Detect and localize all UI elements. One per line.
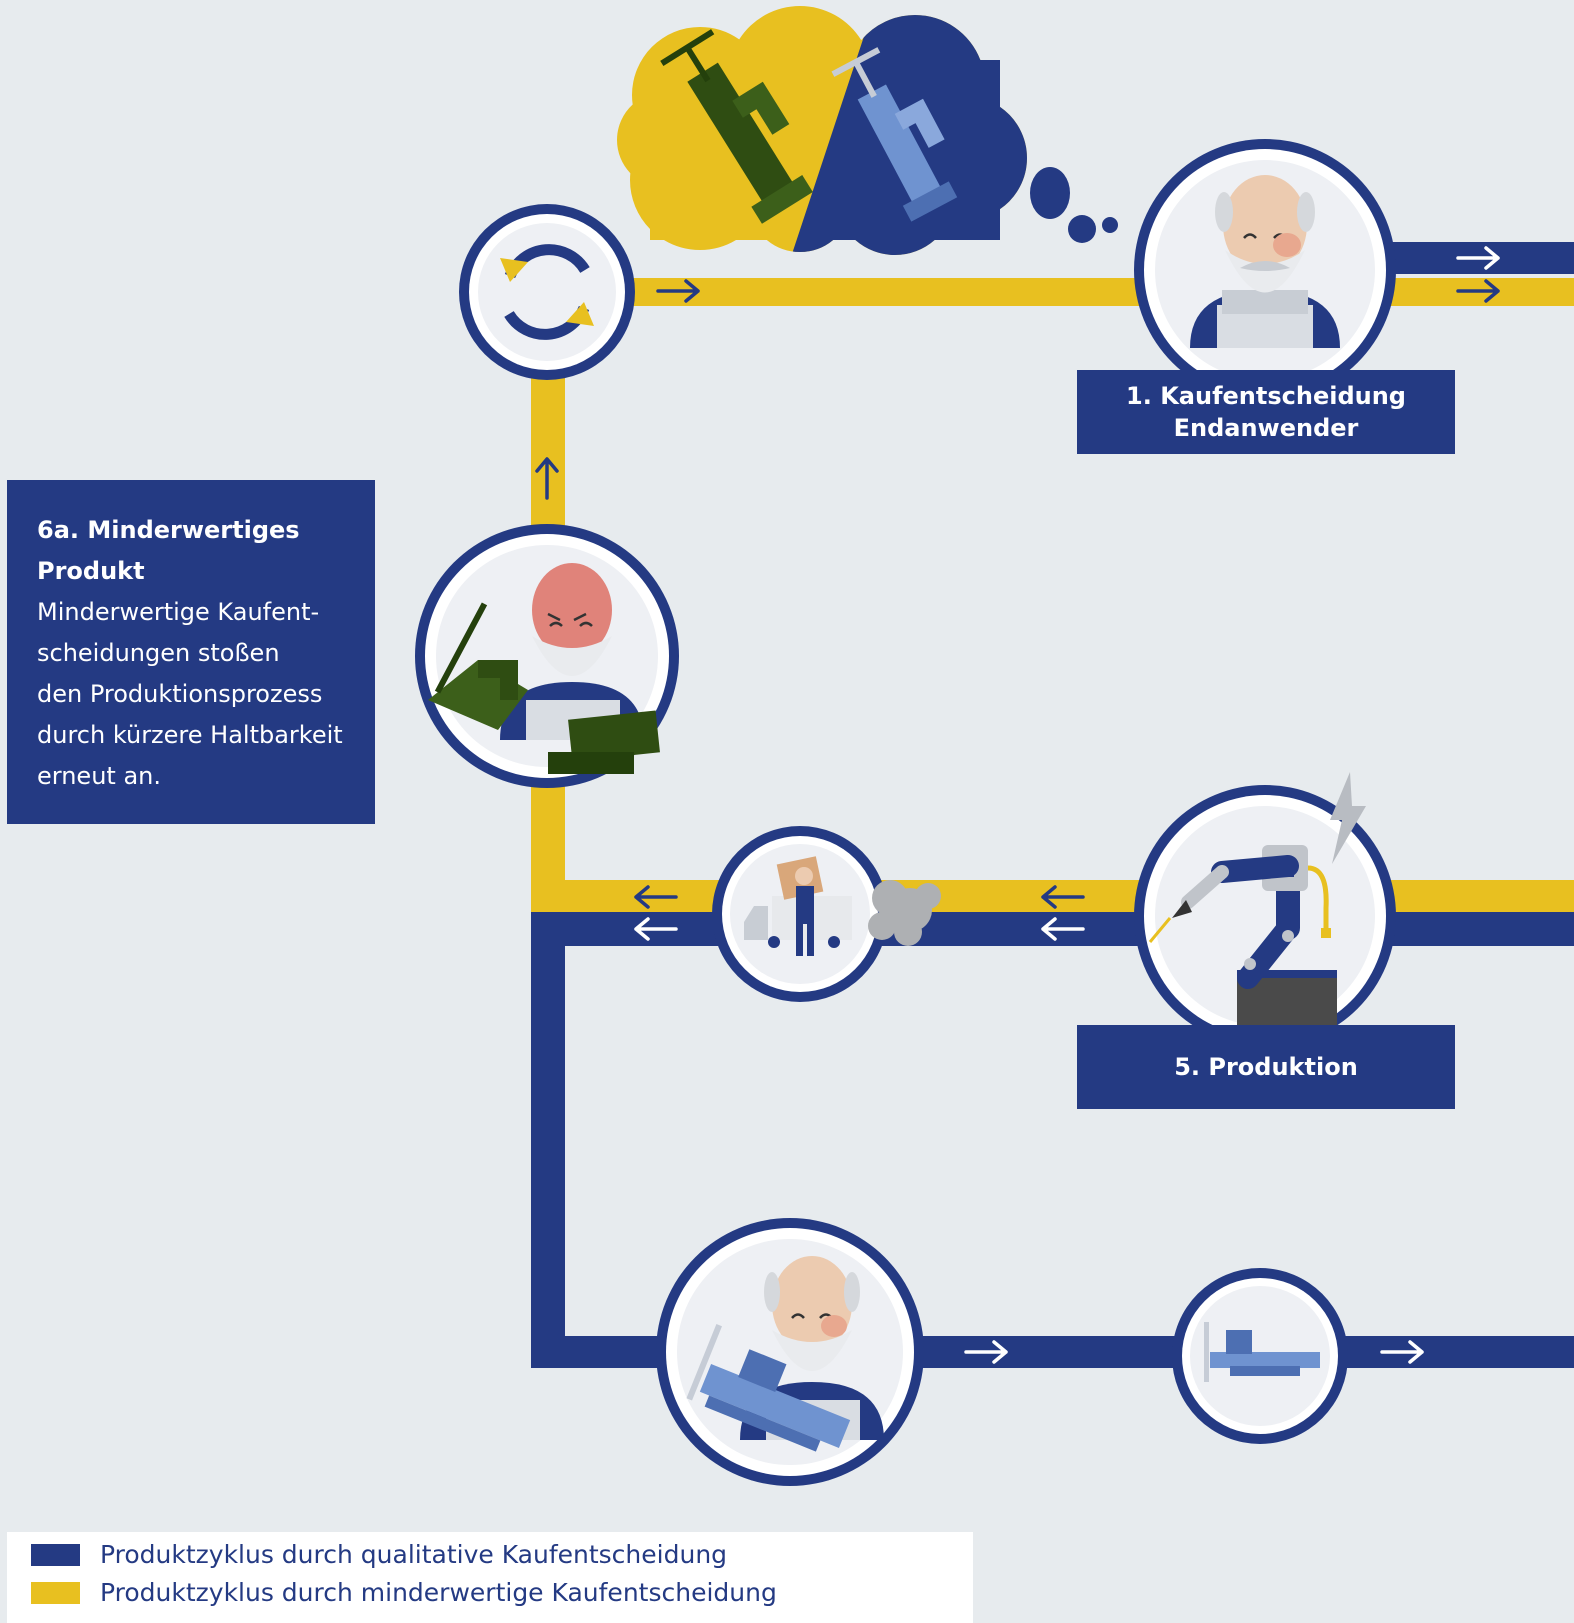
robot-arm-icon [1148,845,1337,1026]
legend-item-inferior: Produktzyklus durch minderwertige Kaufen… [31,1578,777,1607]
step1-label: 1. Kaufentscheidung Endanwender [1077,370,1455,454]
legend-swatch-blue [31,1543,80,1566]
vise-icon [1204,1322,1320,1382]
step6a-node [415,524,679,788]
step5-node [1134,772,1396,1047]
user-happy-icon [1190,175,1340,348]
vise-icon [686,1324,851,1452]
arrow-icon [1380,1340,1424,1364]
exhaust-cloud-icon [868,880,941,946]
arrow-icon [1041,917,1085,941]
arrow-icon [634,917,678,941]
arrow-icon [1456,279,1500,303]
step5-label-text: 5. Produktion [1174,1053,1358,1081]
delivery-worker-icon [744,856,852,956]
recycle-icon [500,244,594,340]
arrow-icon [1041,885,1085,909]
info-box-title-line2: Produkt [37,557,145,585]
legend: Produktzyklus durch qualitative Kaufents… [7,1532,973,1623]
thought-cloud-icon [617,6,1118,255]
lightning-icon [1330,772,1366,864]
vise-node [1172,1268,1348,1444]
delivery-node [712,826,941,1002]
step1-label-line1: 1. Kaufentscheidung [1126,382,1406,410]
info-box-6a: 6a. Minderwertiges Produkt Minderwertige… [7,480,375,824]
legend-swatch-yellow [31,1581,80,1604]
step1-node [1134,139,1396,401]
recycle-node [459,204,635,380]
info-box-title-line1: 6a. Minderwertiges [37,516,300,544]
arrow-icon [634,885,678,909]
info-box-body: Minderwertige Kaufent- scheidungen stoße… [37,598,343,790]
broken-vise-icon [428,602,660,774]
step1-label-line2: Endanwender [1173,414,1359,442]
arrow-icon [535,457,559,500]
legend-label: Produktzyklus durch minderwertige Kaufen… [100,1578,777,1607]
happy-user-node [656,1218,924,1486]
legend-label: Produktzyklus durch qualitative Kaufents… [100,1540,728,1569]
arrow-icon [1456,246,1500,270]
arrow-icon [964,1340,1008,1364]
legend-item-quality: Produktzyklus durch qualitative Kaufents… [31,1540,727,1569]
step5-label: 5. Produktion [1077,1025,1455,1109]
arrow-icon [656,279,700,303]
